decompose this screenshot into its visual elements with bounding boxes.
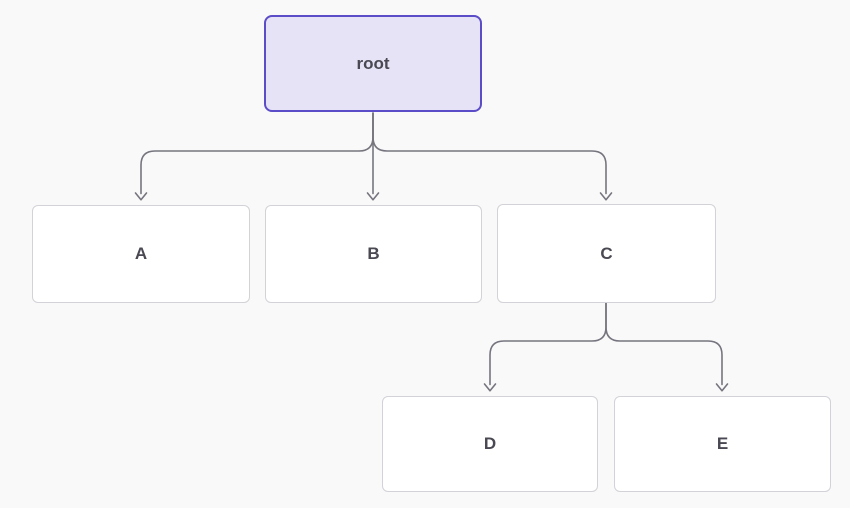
arrowhead-e — [715, 383, 729, 392]
tree-node-c[interactable]: C — [497, 204, 716, 303]
tree-node-e-label: E — [716, 434, 729, 453]
tree-node-c-label: C — [600, 243, 613, 263]
tree-node-a[interactable]: A — [32, 205, 250, 303]
edge-c-d — [489, 302, 607, 386]
edge-root-c — [372, 112, 607, 195]
arrowhead-b — [366, 192, 380, 201]
tree-node-b[interactable]: B — [265, 205, 482, 303]
tree-node-root-label: root — [356, 53, 390, 73]
tree-node-e[interactable]: E — [614, 396, 831, 492]
arrowhead-d — [483, 383, 497, 392]
arrowhead-c — [599, 192, 613, 201]
tree-node-a-label: A — [134, 244, 148, 263]
tree-node-d-label: D — [483, 434, 497, 453]
edge-root-a — [140, 112, 374, 195]
edge-c-e — [605, 302, 723, 386]
tree-node-b-label: B — [367, 244, 380, 263]
arrowhead-a — [134, 192, 148, 201]
tree-node-root[interactable]: root — [264, 15, 482, 112]
tree-node-d[interactable]: D — [382, 396, 598, 492]
